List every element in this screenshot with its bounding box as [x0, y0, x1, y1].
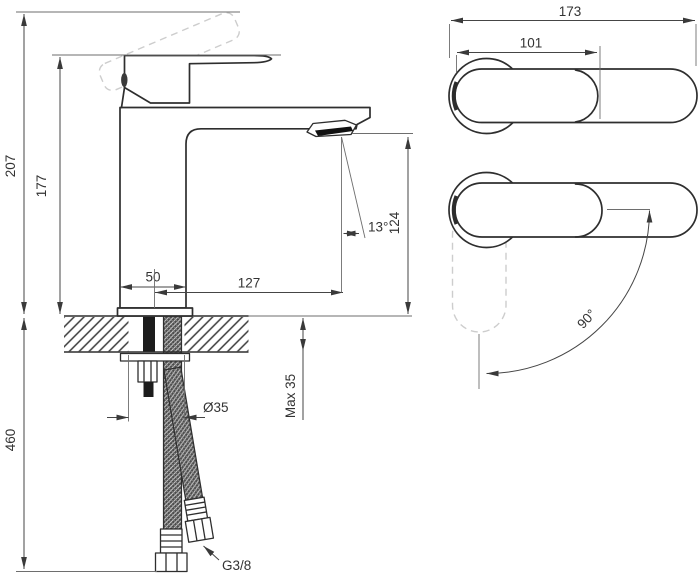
dim-stream-angle-label: 13° — [368, 220, 388, 235]
dim-hose-reach-label: 460 — [3, 429, 18, 452]
aerator — [306, 119, 358, 138]
dim-spout-reach-label: 127 — [238, 276, 261, 291]
front-view: 207 177 460 50 127 13° 124 — [3, 11, 413, 573]
front-dimensions: 207 177 460 50 127 13° 124 — [3, 11, 413, 573]
top-view-lever — [454, 68, 698, 124]
dim-hole-diameter-label: Ø35 — [203, 400, 229, 415]
hose2-nut — [184, 516, 215, 543]
dim-thread-label: G3/8 — [222, 558, 251, 573]
fixing-nut — [137, 360, 158, 383]
stud-tip — [143, 382, 154, 397]
handle-pivot — [121, 73, 128, 87]
top-view: 173 101 — [448, 4, 698, 135]
hose1-nut — [154, 552, 188, 573]
mounting-stud — [143, 316, 155, 353]
dim-base-width-label: 50 — [145, 270, 160, 285]
dim-spout-height-label: 124 — [387, 211, 402, 234]
handle-lever — [123, 54, 273, 104]
dim-swivel-angle-label: 90° — [574, 306, 599, 331]
top-view-spout-edge — [451, 81, 459, 111]
dim-deck-thickness-label: Max 35 — [283, 374, 298, 418]
dim-body-height-label: 177 — [34, 175, 49, 198]
swivel-lever — [454, 182, 698, 238]
countertop-hatch-left — [64, 317, 129, 352]
top-view-body-cap — [574, 69, 599, 123]
dim-overall-height-label: 207 — [3, 155, 18, 178]
top-view-dimensions: 173 101 — [449, 4, 697, 119]
faucet-body — [119, 106, 371, 309]
swivel-arc — [486, 210, 653, 377]
countertop-hatch-right — [184, 317, 249, 352]
base-plate — [116, 307, 194, 317]
swivel-spout-edge — [451, 195, 459, 225]
swivel-view: 90° — [448, 171, 698, 389]
supply-hose-2 — [163, 366, 215, 543]
fixing-washer — [119, 352, 191, 362]
dim-body-length-label: 101 — [520, 36, 543, 51]
dim-overall-length-label: 173 — [559, 4, 582, 19]
